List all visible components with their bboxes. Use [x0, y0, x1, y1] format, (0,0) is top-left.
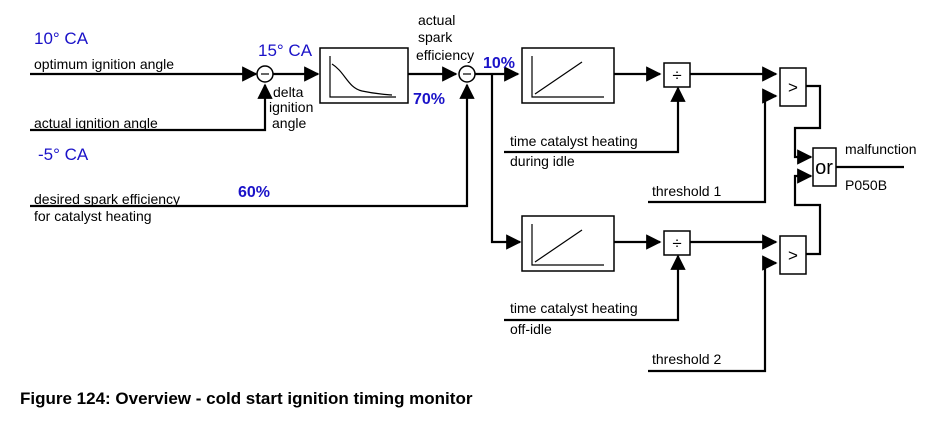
- wire-time-idle: [504, 86, 686, 154]
- ramp-block-lower: [521, 215, 615, 272]
- time-offidle-label-2: off-idle: [510, 321, 552, 337]
- efficiency-curve: [331, 63, 393, 96]
- wire-desired-efficiency: [30, 83, 475, 208]
- time-idle-label-1: time catalyst heating: [510, 133, 638, 149]
- wire-threshold-2: [648, 255, 778, 373]
- malfunction-label: malfunction: [845, 141, 917, 157]
- delta-angle-label-3: angle: [272, 115, 306, 131]
- actual-efficiency-value: 10%: [483, 55, 515, 72]
- divider-block-upper: [663, 62, 691, 88]
- ramp-line-lower: [534, 229, 583, 263]
- time-idle-label-2: during idle: [510, 153, 575, 169]
- divider-block-lower: [663, 230, 691, 256]
- actual-angle-label: actual ignition angle: [34, 115, 158, 131]
- optimum-angle-label: optimum ignition angle: [34, 56, 174, 72]
- wire-comp2-out: [793, 168, 822, 256]
- wire-branch-lower: [490, 74, 522, 250]
- ramp-block-upper: [521, 47, 615, 104]
- ramp-line-upper: [534, 61, 583, 95]
- efficiency-table-block: [319, 47, 409, 104]
- actual-angle-value: -5° CA: [38, 145, 89, 164]
- comparator-block-upper: [779, 67, 807, 107]
- delta-angle-label-2: ignition: [269, 99, 313, 115]
- threshold-1-label: threshold 1: [652, 183, 721, 199]
- wire-actual-angle: [30, 83, 273, 132]
- spark-efficiency-label-2: spark: [418, 29, 453, 45]
- table-efficiency-value: 70%: [413, 91, 445, 108]
- comparator-block-lower: [779, 235, 807, 275]
- wire-time-offidle: [504, 254, 686, 322]
- figure-caption: Figure 124: Overview - cold start igniti…: [20, 389, 473, 408]
- spark-efficiency-label-1: actual: [418, 12, 455, 28]
- wire-threshold-1: [648, 88, 778, 204]
- greater-symbol-upper: >: [788, 78, 798, 97]
- optimum-angle-value: 10° CA: [34, 29, 89, 48]
- spark-efficiency-label-3: efficiency: [416, 47, 474, 63]
- or-gate-block: [812, 147, 837, 187]
- efficiency-axes: [329, 56, 396, 98]
- desired-efficiency-value: 60%: [238, 184, 270, 201]
- desired-efficiency-label-2: for catalyst heating: [34, 208, 152, 224]
- delta-angle-value: 15° CA: [258, 41, 313, 60]
- divide-symbol-upper: ÷: [672, 66, 681, 85]
- delta-angle-label-1: delta: [273, 84, 304, 100]
- ramp-axes-lower: [531, 224, 604, 266]
- ramp-axes-upper: [531, 56, 604, 98]
- divide-symbol-lower: ÷: [672, 234, 681, 253]
- greater-symbol-lower: >: [788, 246, 798, 265]
- desired-efficiency-label-1: desired spark efficiency: [34, 191, 180, 207]
- fault-code-label: P050B: [845, 177, 887, 193]
- wire-comp1-out: [793, 84, 822, 165]
- time-offidle-label-1: time catalyst heating: [510, 300, 638, 316]
- or-symbol: or: [815, 157, 833, 179]
- threshold-2-label: threshold 2: [652, 351, 721, 367]
